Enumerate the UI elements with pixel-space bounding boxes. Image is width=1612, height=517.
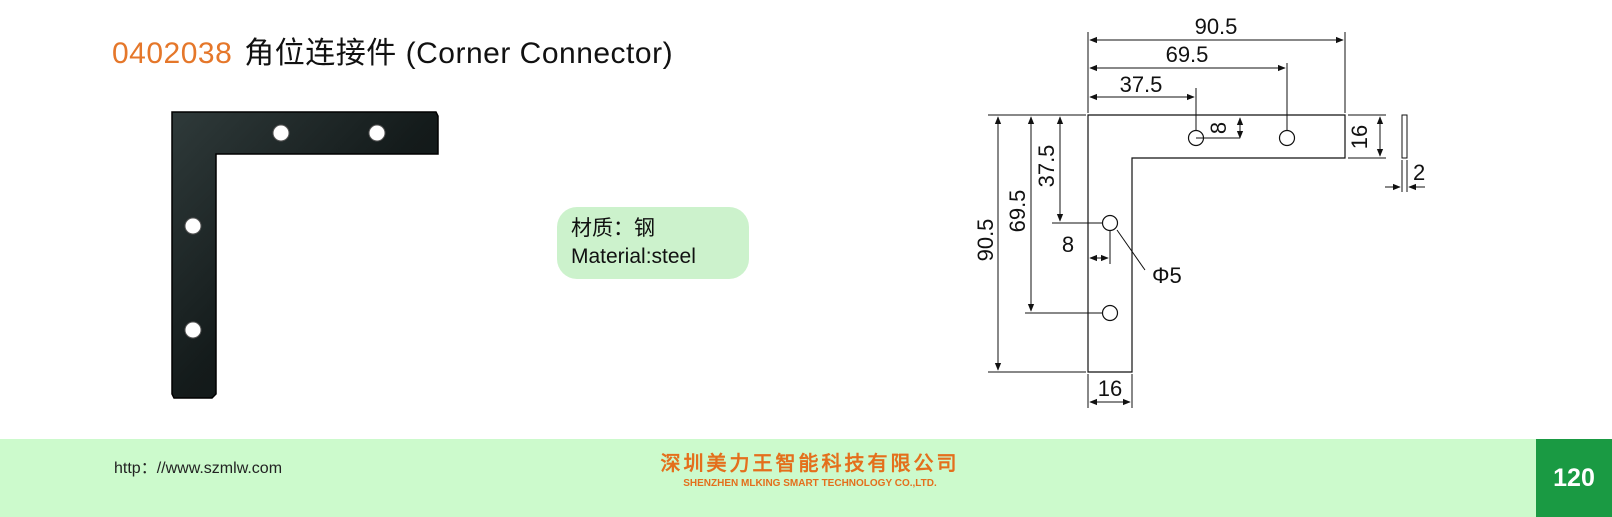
dim-total-left: 90.5 <box>973 219 998 262</box>
dim-hole-offset-top: 8 <box>1206 122 1231 134</box>
page-number: 120 <box>1536 439 1612 517</box>
part-number: 0402038 <box>112 37 233 70</box>
dim-hole-offset-left: 8 <box>1062 232 1074 257</box>
dim-first-hole-top: 37.5 <box>1120 72 1163 97</box>
dim-total-top: 90.5 <box>1195 14 1238 39</box>
part-name: 角位连接件 (Corner Connector) <box>244 37 674 70</box>
bracket-hole <box>368 124 386 142</box>
bracket-hole <box>272 124 290 142</box>
material-label-en: Material:steel <box>571 245 696 268</box>
dim-second-hole-left: 69.5 <box>1005 190 1030 233</box>
company-name-cn: 深圳美力王智能科技有限公司 <box>660 453 960 475</box>
drawing-hole <box>1101 214 1119 232</box>
footer-bar: http：//www.szmlw.com 深圳美力王智能科技有限公司 SHENZ… <box>0 439 1612 517</box>
dim-hole-diameter: Φ5 <box>1152 263 1182 288</box>
technical-drawing: 90.5 69.5 37.5 8 16 2 90.5 69.5 37.5 8 Φ… <box>973 14 1425 408</box>
dim-second-hole-top: 69.5 <box>1166 42 1209 67</box>
product-photo <box>171 111 439 399</box>
bracket-hole <box>184 217 202 235</box>
website-url: http：//www.szmlw.com <box>114 460 283 477</box>
drawing-hole <box>1101 304 1119 322</box>
drawing-hole <box>1278 129 1296 147</box>
bracket-shape <box>171 111 439 399</box>
bracket-outline <box>1087 114 1346 373</box>
company-name-en: SHENZHEN MLKING SMART TECHNOLOGY CO.,LTD… <box>683 478 937 489</box>
material-label-cn: 材质：钢 <box>571 217 655 240</box>
bracket-hole <box>184 321 202 339</box>
material-badge: 材质：钢 Material:steel <box>557 207 749 279</box>
page-title: 0402038 角位连接件 (Corner Connector) <box>112 28 673 72</box>
company-block: 深圳美力王智能科技有限公司 SHENZHEN MLKING SMART TECH… <box>645 447 975 489</box>
dim-width-bottom: 16 <box>1098 376 1122 401</box>
dim-thickness: 2 <box>1413 160 1425 185</box>
dim-width-right: 16 <box>1347 125 1372 149</box>
dim-first-hole-left: 37.5 <box>1034 145 1059 188</box>
